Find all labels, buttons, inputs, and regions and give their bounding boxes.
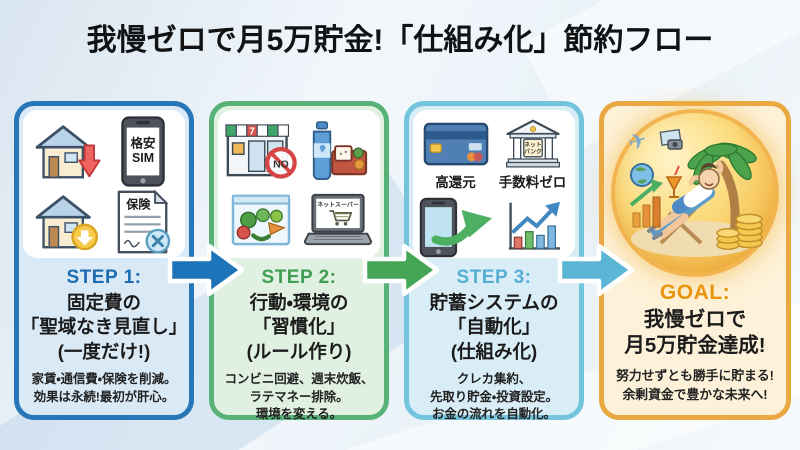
goal-body-line: 余剰資金で豊かな未来へ! (622, 386, 768, 402)
step2-title: 行動・環境の 「習慣化」 (ルール作り) (214, 291, 384, 364)
svg-text:7: 7 (249, 126, 255, 137)
arrow-step3-to-goal-icon (557, 242, 635, 298)
net-bank-icon: ネット バンク (504, 119, 562, 170)
goal-title-line: 月5万貯金達成! (624, 334, 766, 358)
step3-title-line: 「自動化」 (447, 316, 541, 338)
credit-card-icon (423, 122, 489, 166)
step1-body-line: 効果は永続!最初が肝心。 (33, 389, 175, 404)
step3-title-line: (仕組み化) (450, 340, 538, 362)
step3-body-line: クレカ集約、 (456, 372, 532, 387)
convenience-store-no-icon: 7 NO (224, 120, 297, 181)
house-discount-icon (31, 193, 101, 251)
svg-text:NO: NO (273, 160, 289, 171)
step1-title-line: (一度だけ!) (57, 340, 151, 362)
plane-icon: ✈ (625, 126, 650, 155)
step1-body-line: 家賃・通信費・保険を削減。 (31, 372, 177, 387)
goal-body-line: 努力せずとも勝手に貯まる! (616, 368, 774, 384)
house-rent-down-icon (31, 123, 101, 181)
arrow-step2-to-step3-icon (362, 242, 440, 298)
step1-title: 固定費の 「聖域なき見直し」 (一度だけ!) (19, 291, 189, 364)
step1-body: 家賃・通信費・保険を削減。 効果は永続!最初が肝心。 (19, 371, 189, 406)
cheap-sim-phone-icon: 格安 SIM (120, 116, 165, 187)
step2-body-line: 環境を変える。 (255, 407, 343, 422)
goal-title-line: 我慢ゼロで (643, 308, 747, 331)
svg-text:保険: 保険 (125, 197, 151, 212)
frozen-vegetables-icon (230, 191, 292, 249)
step2-title-line: 「習慣化」 (252, 316, 346, 338)
step2-title-line: (ルール作り) (246, 340, 352, 362)
step1-header: STEP 1: (66, 267, 142, 288)
svg-text:バンク: バンク (524, 147, 542, 155)
svg-text:格安: 格安 (130, 136, 155, 151)
goal-body: 努力せずとも勝手に貯まる! 余剰資金で豊かな未来へ! (604, 367, 786, 403)
step3-body: クレカ集約、 先取り貯金・投資設定。 お金の流れを自動化。 (409, 371, 579, 424)
step1-icon-area: 格安 SIM 保険 (23, 110, 185, 258)
svg-text:SIM: SIM (131, 151, 153, 165)
arrow-step1-to-step2-icon (167, 242, 245, 298)
step1-title-line: 「聖域なき見直し」 (20, 316, 188, 338)
goal-medal: ✈ (611, 109, 779, 277)
goal-title: 我慢ゼロで 月5万貯金達成! (604, 307, 786, 359)
step1-title-line: 固定費の (66, 292, 141, 313)
insurance-cancel-icon: 保険 (115, 189, 171, 255)
beach-relax-illustration: ✈ (625, 126, 763, 257)
page-title: 我慢ゼロで月5万貯金!「仕組み化」節約フロー (86, 24, 714, 57)
step3-title: 貯蓄システムの 「自動化」 (仕組み化) (409, 291, 579, 364)
step2-body-line: ラテマネー排除。 (249, 389, 349, 404)
bento-drink-icon (308, 120, 368, 182)
no-fee-label: 手数料ゼロ (498, 175, 567, 191)
step2-icon-area: 7 NO (218, 110, 380, 258)
step3-body-line: 先取り貯金・投資設定。 (429, 389, 559, 404)
step3-icon-area: ネット バンク 高還元 手数料ゼロ (413, 110, 575, 258)
svg-text:ネットスーパー: ネットスーパー (317, 200, 359, 208)
cashback-label: 高還元 (435, 175, 476, 191)
step2-body-line: コンビニ回避、週末炊飯、 (224, 372, 374, 387)
step3-body-line: お金の流れを自動化。 (432, 407, 556, 422)
step2-body: コンビニ回避、週末炊飯、 ラテマネー排除。 環境を変える。 (214, 371, 384, 424)
online-grocery-laptop-icon: ネットスーパー (302, 193, 374, 247)
step1-panel: 格安 SIM 保険 (14, 101, 194, 420)
svg-text:ネット: ネット (524, 140, 542, 148)
investment-growth-chart-icon (504, 199, 562, 255)
